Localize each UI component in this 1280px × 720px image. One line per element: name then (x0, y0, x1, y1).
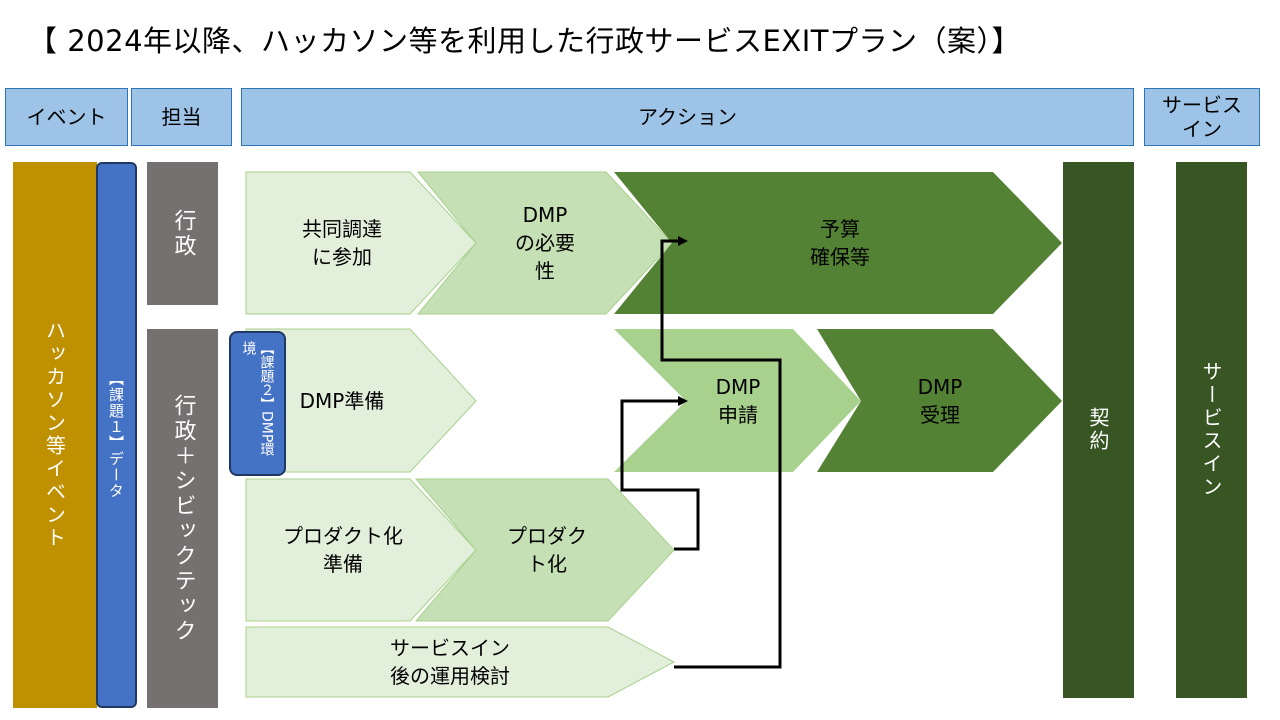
event-column-label: ハッカソン等イベント (42, 320, 67, 550)
owner-gov: 行政 (147, 162, 218, 305)
issue2-box: 【課題２】DMP環境 (229, 331, 286, 476)
step-post-service: サービスイン 後の運用検討 (390, 636, 510, 688)
step-dmp-prep: DMP準備 (299, 388, 385, 413)
step-dmp-accept: DMP 受理 (917, 374, 963, 427)
step-budget: 予算 確保等 (810, 217, 870, 269)
arrowhead-budget (678, 236, 688, 246)
step-dmp-apply: DMP 申請 (715, 374, 761, 427)
event-column: ハッカソン等イベント (13, 162, 97, 708)
contract-column: 契約 (1063, 162, 1134, 698)
arrowhead-dmp-apply (678, 396, 688, 406)
issue1-column: 【課題１】データ (96, 162, 137, 708)
page-title: 【 2024年以降、ハッカソン等を利用した行政サービスEXITプラン（案）】 (28, 24, 1021, 58)
header-action: アクション (241, 88, 1134, 146)
step-dmp-necessity-shape (416, 171, 673, 315)
owner-gov-label: 行政 (170, 208, 196, 259)
header-service-in: サービス イン (1144, 88, 1260, 146)
step-productize-shape (414, 478, 675, 622)
step-productize-prep-shape (245, 478, 477, 622)
issue2-label: 【課題２】DMP環境 (240, 341, 275, 457)
owner-gov-civic-label: 行政＋シビックテック (170, 393, 196, 644)
step-post-service-shape (245, 626, 676, 698)
connector-post-service-to-budget (660, 239, 782, 669)
step-dmp-necessity: DMP の必要 性 (515, 203, 575, 283)
header-event: イベント (5, 88, 128, 146)
step-productize-prep: プロダクト化 準備 (283, 524, 403, 576)
contract-column-label: 契約 (1086, 407, 1110, 453)
step-joint-procurement: 共同調達 に参加 (302, 217, 382, 269)
step-dmp-accept-shape (817, 329, 1062, 472)
owner-gov-civic: 行政＋シビックテック (147, 329, 218, 708)
connector-productize-to-dmp-apply (620, 399, 700, 551)
service-in-column-label: サービスイン (1199, 361, 1223, 499)
step-productize: プロダク ト化 (507, 524, 587, 576)
header-owner: 担当 (131, 88, 232, 146)
step-dmp-apply-shape (614, 329, 861, 472)
step-joint-procurement-shape (245, 171, 477, 315)
issue1-column-label: 【課題１】データ (107, 371, 125, 499)
step-budget-shape (614, 172, 1062, 314)
service-in-column: サービスイン (1176, 162, 1247, 698)
